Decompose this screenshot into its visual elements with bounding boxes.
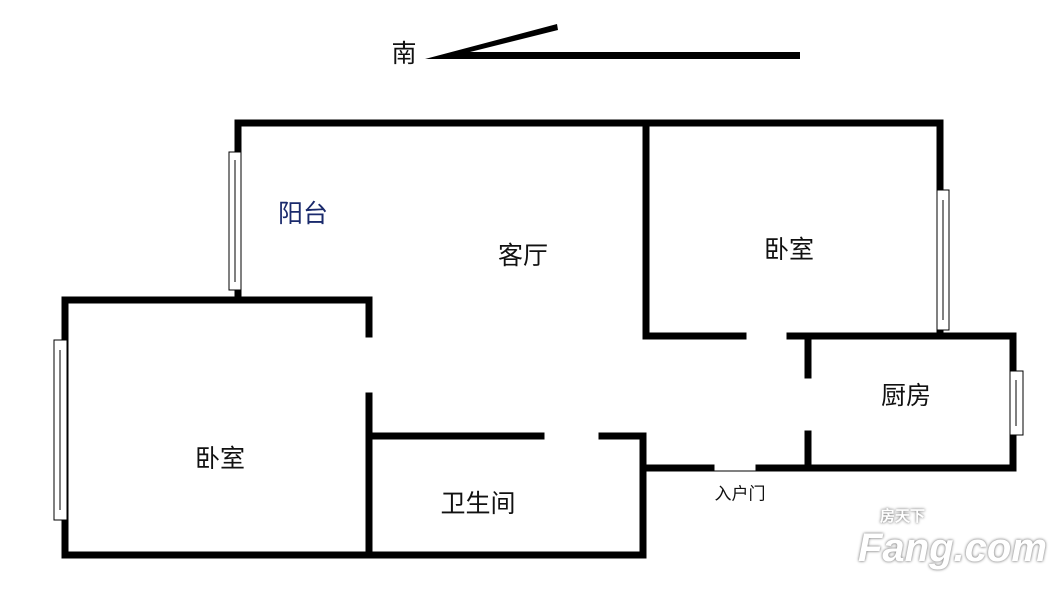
watermark-cn: 房天下 [880, 508, 926, 525]
watermark-brand: Fang.com [858, 526, 1047, 570]
room-label-living-room: 客厅 [497, 241, 549, 270]
windows [53, 151, 1024, 521]
room-label-bathroom: 卫生间 [440, 489, 516, 518]
walls [61, 119, 1017, 559]
compass-south-label: 南 [391, 39, 417, 68]
watermark-logo: 房天下 Fang.com [858, 508, 1047, 570]
compass-arrow [425, 24, 800, 59]
room-label-kitchen: 厨房 [880, 381, 932, 410]
entrance-label: 入户门 [714, 484, 766, 505]
room-label-bedroom-left: 卧室 [194, 444, 246, 473]
room-label-bedroom-right: 卧室 [763, 235, 815, 264]
room-label-balcony: 阳台 [277, 199, 329, 228]
